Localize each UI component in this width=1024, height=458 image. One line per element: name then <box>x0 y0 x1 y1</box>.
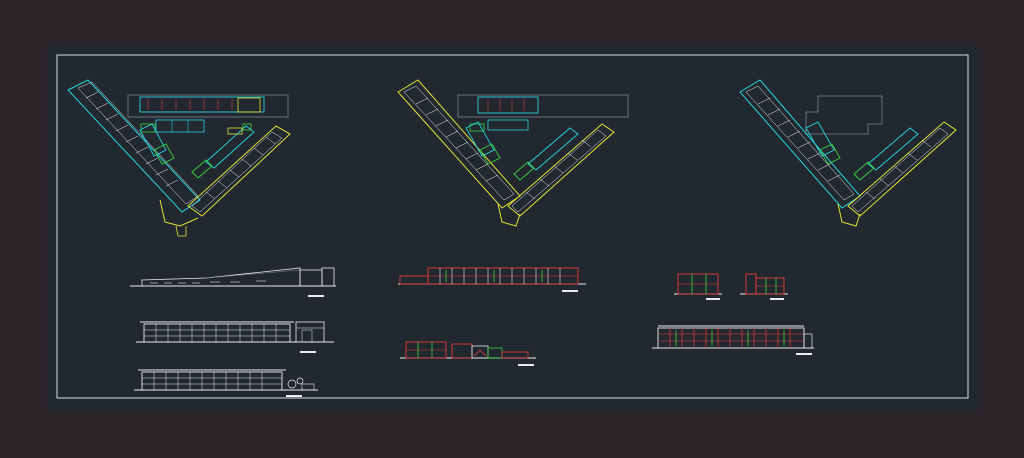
section-d[interactable] <box>740 273 788 300</box>
floor-plan-2[interactable] <box>397 79 629 227</box>
elevation-a[interactable] <box>130 267 336 297</box>
section-b[interactable] <box>400 341 536 366</box>
elevation-c[interactable] <box>134 369 318 397</box>
cad-drawing[interactable] <box>47 46 978 412</box>
floor-plan-3[interactable] <box>739 79 957 227</box>
section-e[interactable] <box>652 325 814 355</box>
sheet-frame <box>56 54 969 399</box>
section-a[interactable] <box>398 267 586 292</box>
drawing-canvas[interactable] <box>47 46 978 412</box>
section-c[interactable] <box>674 273 722 300</box>
floor-plan-1[interactable] <box>67 79 291 237</box>
elevation-b[interactable] <box>136 321 334 353</box>
